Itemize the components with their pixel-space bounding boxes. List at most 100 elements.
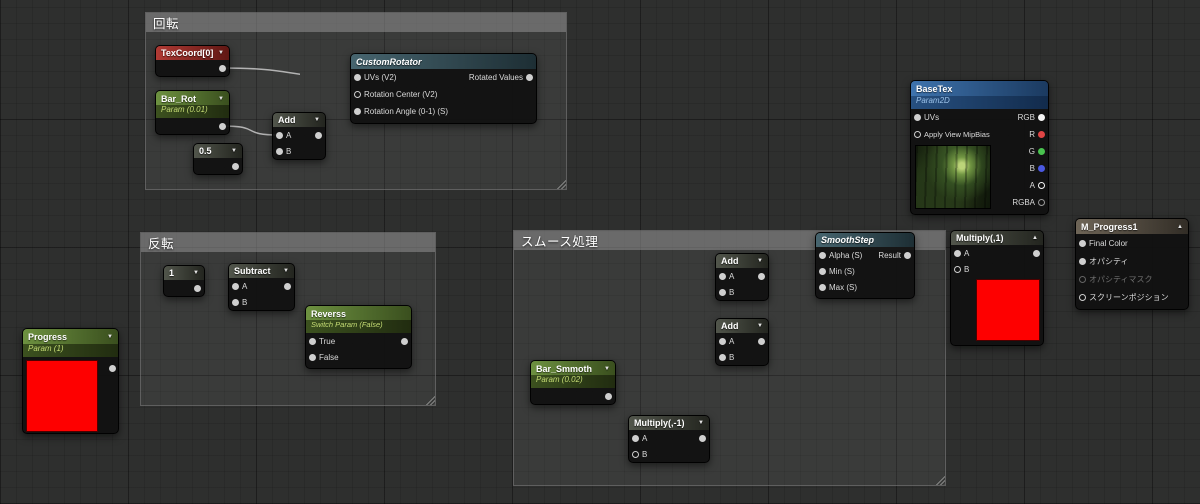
output-pin[interactable]: [699, 434, 706, 442]
input-pin-a[interactable]: [232, 282, 239, 290]
collapse-icon[interactable]: ▼: [604, 365, 610, 372]
output-pin[interactable]: [401, 337, 408, 345]
output-pin[interactable]: [605, 392, 612, 400]
output-pin-g[interactable]: [1038, 148, 1045, 155]
node-reverss-switch[interactable]: Reverss Switch Param (False) True False: [305, 305, 412, 369]
input-pin-alpha[interactable]: [819, 251, 826, 259]
input-pin-true[interactable]: [309, 337, 316, 345]
input-pin-opacity-mask[interactable]: [1079, 275, 1086, 283]
input-pin-screen-position[interactable]: [1079, 293, 1086, 301]
node-bar-smmoth-header[interactable]: Bar_Smmoth ▼ Param (0.02): [531, 361, 615, 388]
node-add-header[interactable]: Add ▼: [716, 254, 768, 268]
input-pin-rotation-angle[interactable]: [354, 108, 361, 115]
collapse-icon[interactable]: ▼: [218, 50, 224, 56]
input-pin-a[interactable]: [954, 249, 961, 257]
node-reverss-header[interactable]: Reverss Switch Param (False): [306, 306, 411, 333]
output-pin-rgb[interactable]: [1038, 114, 1045, 121]
collapse-icon[interactable]: ▼: [218, 95, 224, 102]
collapse-icon[interactable]: ▼: [314, 117, 320, 123]
node-bar-rot[interactable]: Bar_Rot ▼ Param (0.01): [155, 90, 230, 135]
node-material-result-header[interactable]: M_Progress1 ▲: [1076, 219, 1188, 234]
node-material-result[interactable]: M_Progress1 ▲ Final Color オパシティ オパシティマスク…: [1075, 218, 1189, 310]
comment-header-rotate[interactable]: 回転: [146, 13, 566, 32]
output-pin[interactable]: [758, 337, 765, 345]
input-pin-b[interactable]: [954, 265, 961, 273]
node-basetex[interactable]: BaseTex Param2D UVs RGB Apply View MipBi…: [910, 80, 1049, 215]
output-pin-rgba[interactable]: [1038, 199, 1045, 206]
node-smoothstep-header[interactable]: SmoothStep: [816, 233, 914, 247]
output-pin[interactable]: [194, 284, 201, 292]
input-pin-false[interactable]: [309, 353, 316, 361]
node-add-min[interactable]: Add ▼ A B: [715, 253, 769, 301]
input-pin-uvs[interactable]: [354, 74, 361, 81]
node-add-header[interactable]: Add ▼: [273, 113, 325, 127]
node-texcoord[interactable]: TexCoord[0] ▼: [155, 45, 230, 77]
input-pin-rotation-center[interactable]: [354, 91, 361, 98]
node-add-rotation[interactable]: Add ▼ A B: [272, 112, 326, 160]
output-pin-result[interactable]: [904, 251, 911, 259]
node-multiply-1-header[interactable]: Multiply(,1) ▲: [951, 231, 1043, 245]
node-custom-rotator[interactable]: CustomRotator UVs (V2) Rotated Values Ro…: [350, 53, 537, 124]
node-smoothstep[interactable]: SmoothStep Alpha (S) Result Min (S) Max …: [815, 232, 915, 299]
node-custom-rotator-header[interactable]: CustomRotator: [351, 54, 536, 69]
comment-resize-handle[interactable]: [424, 394, 435, 405]
node-add-max[interactable]: Add ▼ A B: [715, 318, 769, 366]
collapse-icon[interactable]: ▼: [107, 334, 113, 340]
node-constant-05[interactable]: 0.5 ▼: [193, 143, 243, 175]
node-basetex-header[interactable]: BaseTex Param2D: [911, 81, 1048, 109]
output-pin[interactable]: [109, 365, 116, 372]
input-pin-b[interactable]: [719, 353, 726, 361]
output-pin[interactable]: [284, 282, 291, 290]
output-pin[interactable]: [232, 162, 239, 170]
output-pin[interactable]: [1033, 249, 1040, 257]
input-pin-b[interactable]: [232, 298, 239, 306]
output-pin[interactable]: [219, 122, 226, 130]
input-pin-a[interactable]: [632, 434, 639, 442]
node-progress-header[interactable]: Progress ▼ Param (1): [23, 329, 118, 357]
comment-resize-handle[interactable]: [555, 178, 566, 189]
input-pin-uvs[interactable]: [914, 114, 921, 121]
node-texcoord-header[interactable]: TexCoord[0] ▼: [156, 46, 229, 60]
input-pin-a[interactable]: [719, 272, 726, 280]
output-pin-b[interactable]: [1038, 165, 1045, 172]
collapse-icon[interactable]: ▼: [193, 270, 199, 276]
input-pin-b[interactable]: [632, 450, 639, 458]
node-add-header[interactable]: Add ▼: [716, 319, 768, 333]
collapse-icon[interactable]: ▼: [698, 420, 704, 426]
node-constant-05-header[interactable]: 0.5 ▼: [194, 144, 242, 158]
input-pin-opacity[interactable]: [1079, 257, 1086, 265]
node-progress[interactable]: Progress ▼ Param (1): [22, 328, 119, 434]
collapse-icon[interactable]: ▲: [1177, 223, 1183, 230]
collapse-icon[interactable]: ▼: [757, 323, 763, 329]
collapse-icon[interactable]: ▲: [1032, 235, 1038, 241]
collapse-icon[interactable]: ▼: [283, 268, 289, 274]
comment-resize-handle[interactable]: [934, 474, 945, 485]
node-multiply-neg1-header[interactable]: Multiply(,-1) ▼: [629, 416, 709, 430]
collapse-icon[interactable]: ▼: [757, 258, 763, 264]
input-pin-mipbias[interactable]: [914, 131, 921, 138]
output-pin-a[interactable]: [1038, 182, 1045, 189]
comment-header-invert[interactable]: 反転: [141, 233, 435, 252]
output-pin[interactable]: [758, 272, 765, 280]
output-pin-r[interactable]: [1038, 131, 1045, 138]
node-constant-1[interactable]: 1 ▼: [163, 265, 205, 297]
output-pin[interactable]: [315, 131, 322, 139]
input-pin-b[interactable]: [719, 288, 726, 296]
collapse-icon[interactable]: ▼: [231, 148, 237, 154]
node-constant-1-header[interactable]: 1 ▼: [164, 266, 204, 280]
node-subtract-header[interactable]: Subtract ▼: [229, 264, 294, 278]
input-pin-b[interactable]: [276, 147, 283, 155]
input-pin-a[interactable]: [276, 131, 283, 139]
output-pin[interactable]: [526, 74, 533, 81]
input-pin-final-color[interactable]: [1079, 239, 1086, 247]
node-bar-rot-header[interactable]: Bar_Rot ▼ Param (0.01): [156, 91, 229, 118]
node-bar-smmoth[interactable]: Bar_Smmoth ▼ Param (0.02): [530, 360, 616, 405]
node-subtract[interactable]: Subtract ▼ A B: [228, 263, 295, 311]
input-pin-max[interactable]: [819, 283, 826, 291]
node-multiply-1[interactable]: Multiply(,1) ▲ A B: [950, 230, 1044, 346]
input-pin-a[interactable]: [719, 337, 726, 345]
node-multiply-neg1[interactable]: Multiply(,-1) ▼ A B: [628, 415, 710, 463]
output-pin[interactable]: [219, 64, 226, 72]
input-pin-min[interactable]: [819, 267, 826, 275]
